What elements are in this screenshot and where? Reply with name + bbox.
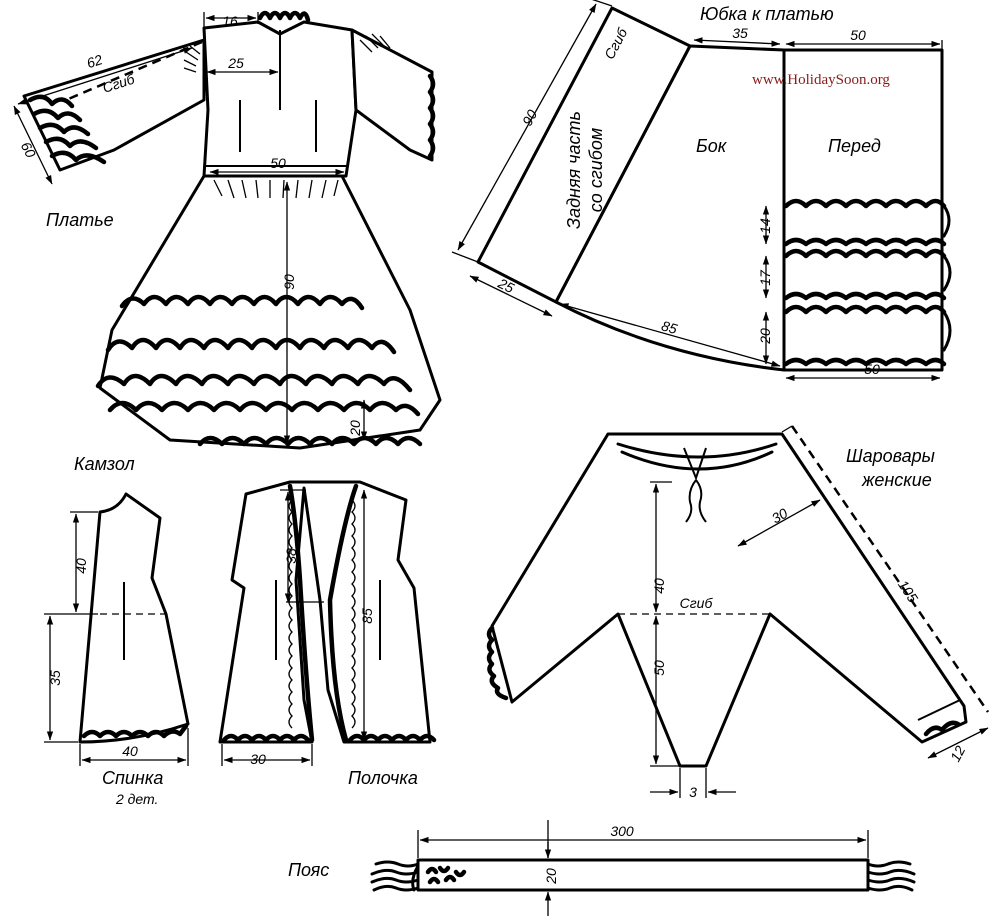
skirt-front-label: Перед bbox=[828, 136, 881, 156]
dress-title: Платье bbox=[46, 210, 114, 230]
skirt-frill-2 bbox=[783, 248, 947, 301]
trousers-leg-width-line bbox=[737, 499, 821, 547]
belt-length-dim: 300 bbox=[610, 823, 634, 839]
skirt-frill2-dim: 17 bbox=[757, 269, 773, 286]
skirt-frill3-dim: 20 bbox=[757, 328, 773, 345]
trousers-cuff-line-dim bbox=[927, 727, 989, 759]
trousers-pattern: Сгиб 105 30 40 50 3 12 Шаровары женские bbox=[486, 425, 990, 800]
skirt-hem-dim: 85 bbox=[660, 317, 680, 337]
vest-front-neck-trim bbox=[287, 483, 359, 743]
vest-back-piece bbox=[78, 492, 190, 744]
trousers-upper-dim: 40 bbox=[651, 578, 667, 594]
skirt-frill-3 bbox=[783, 304, 947, 367]
dress-sleeve-length-line bbox=[17, 47, 193, 105]
dress-frill-3 bbox=[95, 373, 413, 393]
dress-frill-1 bbox=[119, 294, 365, 311]
trousers-gusset-dim: 3 bbox=[689, 784, 697, 800]
vest-back-upper-dim: 40 bbox=[73, 558, 89, 574]
dress-waist-dim: 50 bbox=[270, 155, 286, 171]
vest-title: Камзол bbox=[74, 454, 135, 474]
dress-hem-frill bbox=[197, 435, 423, 447]
skirt-length-dim: 90 bbox=[519, 107, 541, 128]
trousers-leg-length-line bbox=[790, 425, 990, 713]
trousers-drawstring bbox=[685, 479, 707, 523]
belt-right-fringe bbox=[866, 860, 916, 892]
vest-back-hem-dim: 40 bbox=[122, 743, 138, 759]
dress-frill-4 bbox=[107, 400, 421, 417]
vest-front-piece bbox=[218, 480, 432, 744]
trousers-cuff-dim: 12 bbox=[947, 743, 969, 764]
dress-skirt-gathers bbox=[213, 179, 339, 199]
dress-right-cuff-frill bbox=[427, 73, 436, 159]
skirt-top-side-line bbox=[693, 37, 781, 47]
trousers-title-1: Шаровары bbox=[846, 446, 935, 466]
skirt-front-panel bbox=[782, 48, 944, 372]
skirt-pattern: 90 Сгиб Задняя часть со сгибом Бок Перед… bbox=[451, 0, 952, 382]
skirt-front-top-dim: 50 bbox=[850, 27, 866, 43]
belt-embroidery bbox=[425, 865, 467, 885]
trousers-waistband-inner bbox=[616, 442, 778, 459]
belt-title: Пояс bbox=[288, 860, 329, 880]
belt-left-fringe bbox=[370, 860, 420, 892]
belt-outline bbox=[416, 858, 870, 892]
skirt-frill-edges bbox=[942, 204, 952, 352]
dress-length-dim: 90 bbox=[281, 274, 297, 290]
belt-pattern: 300 20 Пояс bbox=[288, 820, 916, 916]
skirt-back-label-1: Задняя часть bbox=[564, 111, 584, 229]
skirt-length-line bbox=[457, 3, 597, 251]
skirt-back-label-2: со сгибом bbox=[586, 128, 606, 212]
skirt-frill1-dim: 14 bbox=[757, 218, 773, 234]
trousers-title-2: женские bbox=[861, 470, 932, 490]
dress-sleeve-width-line bbox=[13, 105, 53, 185]
skirt-frill-1 bbox=[783, 198, 947, 247]
vest-neck-depth-dim: 38 bbox=[283, 548, 299, 564]
skirt-hem-line bbox=[559, 303, 781, 367]
trousers-leg-width-dim: 30 bbox=[769, 505, 791, 527]
vest-back-label: Спинка bbox=[102, 768, 163, 788]
dress-collar bbox=[257, 10, 311, 23]
belt-width-dim: 20 bbox=[543, 868, 559, 885]
skirt-front-bottom-dim: 50 bbox=[864, 361, 880, 377]
skirt-back-bottom-line bbox=[469, 275, 553, 317]
dress-chest-dim: 25 bbox=[227, 55, 244, 71]
dress-sleeve-width-dim: 60 bbox=[18, 139, 40, 160]
trousers-outline bbox=[490, 432, 968, 768]
dress-collar-dim: 16 bbox=[222, 13, 238, 29]
dress-sleeve-length-dim: 62 bbox=[85, 51, 105, 71]
vest-back-lower-dim: 35 bbox=[47, 670, 63, 686]
skirt-side-label: Бок bbox=[696, 136, 728, 156]
skirt-title: Юбка к платью bbox=[700, 4, 834, 24]
vest-back-hem-trim bbox=[81, 723, 189, 739]
trousers-lower-dim: 50 bbox=[651, 660, 667, 676]
vest-front-length-dim: 85 bbox=[359, 608, 375, 624]
vest-back-count: 2 дет. bbox=[115, 791, 158, 807]
trousers-fold-label: Сгиб bbox=[680, 595, 714, 611]
skirt-top-side-dim: 35 bbox=[732, 25, 748, 41]
dress-right-sleeve-gathers bbox=[359, 33, 391, 53]
vest-pattern: Камзол 40 35 40 Спинка 2 дет. 38 85 bbox=[44, 454, 437, 807]
vest-front-label: Полочка bbox=[348, 768, 418, 788]
watermark: www.HolidaySoon.org bbox=[752, 72, 890, 88]
trousers-front-opening bbox=[683, 447, 707, 481]
trousers-left-cuff-frill bbox=[486, 625, 509, 701]
vest-front-hem-dim: 30 bbox=[250, 751, 266, 767]
dress-frill-dim: 20 bbox=[347, 420, 363, 437]
dress-pattern: 62 Сгиб 60 16 25 50 90 20 Платье bbox=[13, 10, 442, 450]
dress-right-sleeve bbox=[350, 28, 434, 162]
trousers-cuff-line bbox=[917, 699, 961, 721]
dress-frill-2 bbox=[105, 337, 397, 355]
vest-front-hem-trim bbox=[221, 733, 437, 743]
skirt-back-bottom-dim: 25 bbox=[495, 274, 517, 296]
